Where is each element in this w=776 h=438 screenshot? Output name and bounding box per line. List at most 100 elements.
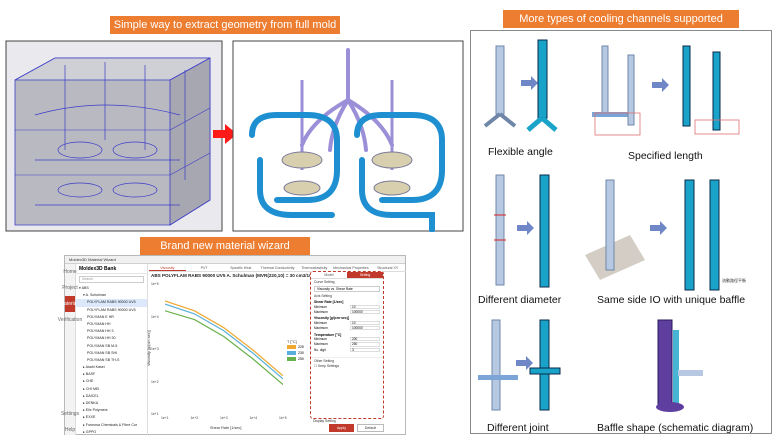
legend-entry: 225 xyxy=(287,344,304,350)
toolbar-verification[interactable]: Verification xyxy=(57,317,83,323)
axis-setting-value-input[interactable]: 100000 xyxy=(350,326,380,331)
cooling-channels-panel xyxy=(470,30,772,434)
axis-group-title: Shear Rate [1/sec] xyxy=(314,300,344,304)
axis-setting-label: Minimum xyxy=(314,320,327,325)
setting-panel: Model Setting Curve Setting Viscosity vs… xyxy=(310,271,384,419)
plot-title: ABS POLYFLAM RABS 90000 UV5 A. Schulman … xyxy=(151,273,322,278)
series-line-225 xyxy=(165,300,283,377)
tree-item[interactable]: POLYFLAM RABS 90000 UV5 xyxy=(76,299,147,307)
axis-setting-value-input[interactable]: 100000 xyxy=(350,309,380,315)
tab-structural-xy[interactable]: Structural XY xyxy=(377,266,399,270)
series-line-250 xyxy=(165,310,283,386)
legend-label: 250 xyxy=(298,357,304,361)
tree-item[interactable]: POLYMAN SB SHI xyxy=(87,350,118,355)
tree-item[interactable]: POLYMAN SB TH-S xyxy=(87,357,120,362)
axis-setting-label: Minimum xyxy=(314,337,327,342)
tree-item[interactable]: ▸ Asahi Kasei xyxy=(83,365,105,370)
y-tick-label: 1e+4 xyxy=(151,314,159,319)
toolbar-help[interactable]: Help xyxy=(64,427,76,433)
axis-setting-label: Minimum xyxy=(314,304,327,309)
axis-setting-row: Minimum 200 xyxy=(311,337,383,342)
axis-setting-label: Maximum xyxy=(314,342,328,347)
x-tick-label: 1e+2 xyxy=(190,416,199,420)
panel-tab-model[interactable]: Model xyxy=(324,273,334,277)
other-setting-label[interactable]: Other Setting xyxy=(311,357,383,363)
extracted-geometry-image xyxy=(232,40,464,232)
tree-item[interactable]: POLYFLAM RABS 90000 UV5 xyxy=(87,307,136,312)
tree-item[interactable]: ▸ Elix Polymers xyxy=(83,408,108,413)
banner-wizard: Brand new material wizard interface xyxy=(140,237,310,270)
axis-setting-row: Minimum 10 xyxy=(311,304,383,310)
tab-thermal-conductivity[interactable]: Thermal Conductivity xyxy=(260,266,295,270)
toolbar-project[interactable]: Project xyxy=(62,285,78,291)
tree-item[interactable]: POLYMAN HH xyxy=(87,321,111,326)
axis-group-title: Temperature [°C] xyxy=(314,332,342,337)
axis-setting-value-input[interactable]: 10 xyxy=(350,304,380,309)
tree-item[interactable]: ▾ A. Schulman xyxy=(83,293,106,298)
toolbar-home[interactable]: Home xyxy=(63,269,77,275)
legend-swatch xyxy=(287,345,296,349)
toolbar-materials[interactable]: Materials xyxy=(60,296,80,312)
tree-item[interactable]: POLYMAN E HR xyxy=(87,314,114,319)
caption-same-side: Same side IO with unique baffle xyxy=(597,294,746,306)
x-tick-label: 1e+1 xyxy=(161,416,169,420)
tab-thermoelasticity[interactable]: Thermoelasticity xyxy=(301,266,328,270)
series-line-230 xyxy=(165,303,283,380)
axis-group-title: Viscosity [g/(cm·sec)] xyxy=(314,316,349,321)
tree-item[interactable]: ▸ GPPO xyxy=(83,429,97,434)
x-tick-label: 1e+5 xyxy=(279,416,287,420)
tree-item[interactable]: ▸ EXXE xyxy=(83,415,96,420)
tree-item[interactable]: ▸ CHI MEI xyxy=(83,386,100,391)
x-tick-label: 1e+3 xyxy=(220,416,228,420)
material-wizard-window: Moldex3D Material Wizard Home Project Ma… xyxy=(57,255,406,435)
axis-setting-value-input[interactable]: 3 xyxy=(350,347,380,353)
tree-item[interactable]: POLYMAN HH 30 xyxy=(87,336,116,341)
y-tick-label: 1e+3 xyxy=(151,347,159,351)
tab-pvt[interactable]: PVT xyxy=(200,266,208,270)
tree-item[interactable]: ▾ ABS xyxy=(79,286,89,290)
y-tick-label: 1e+2 xyxy=(151,379,159,384)
y-tick-label: 1e+1 xyxy=(151,412,159,416)
legend-label: 225 xyxy=(298,345,304,349)
curve-select[interactable]: Viscosity vs. Shear Rate xyxy=(314,286,380,292)
tab-specific-heat[interactable]: Specific Heat xyxy=(230,266,252,270)
keep-settings-checkbox[interactable]: ☐ Keep Settings xyxy=(314,364,340,369)
tree-item[interactable]: ▸ DENKA xyxy=(83,401,99,405)
axis-setting-value-input[interactable]: 10 xyxy=(350,320,380,325)
legend-swatch xyxy=(287,351,296,355)
x-tick-label: 1e+4 xyxy=(249,416,258,420)
tree-item[interactable]: ▸ BASF xyxy=(83,372,96,377)
axis-setting-label: Axis Setting xyxy=(314,294,332,298)
x-axis-label: Shear Rate [1/sec] xyxy=(210,426,242,430)
legend-entry: 250 xyxy=(287,356,304,362)
caption-flexible-angle: Flexible angle xyxy=(488,146,553,158)
tree-item[interactable]: ▸ DAICEL xyxy=(83,393,99,398)
window-title: Moldex3D Material Wizard xyxy=(65,256,405,264)
caption-specified-length: Specified length xyxy=(628,150,703,162)
legend-swatch xyxy=(287,357,296,361)
legend-title: T [°C] xyxy=(287,340,297,344)
default-button[interactable]: Default xyxy=(357,424,384,432)
tree-header: Moldex3D Bank xyxy=(76,264,147,274)
tab-mechanical-properties[interactable]: Mechanical Properties xyxy=(333,266,369,270)
display-setting-label[interactable]: Display Setting xyxy=(313,419,336,423)
panel-tab-setting[interactable]: Setting xyxy=(347,272,383,278)
axis-setting-value-input[interactable]: 200 xyxy=(350,337,380,342)
tree-item[interactable]: ▸ CHE xyxy=(83,379,94,384)
tree-item[interactable]: POLYMAN HH 3 xyxy=(87,329,114,334)
axis-setting-row: Minimum 10 xyxy=(311,320,383,326)
toolbar-settings[interactable]: Settings xyxy=(60,411,80,417)
search-input[interactable]: Search xyxy=(79,276,144,283)
tree-item[interactable]: POLYMAN SB M-5 xyxy=(87,343,118,348)
axis-setting-value-input[interactable]: 250 xyxy=(350,342,380,347)
tree-item[interactable]: ▸ Formosa Chemicals & Fibre Cor xyxy=(83,422,138,427)
axis-setting-row: Maximum 250 xyxy=(311,342,383,347)
tab-viscosity[interactable]: Viscosity xyxy=(149,264,186,271)
y-tick-label: 1e+5 xyxy=(151,282,159,286)
caption-different-joint: Different joint xyxy=(487,422,549,434)
caption-different-diameter: Different diameter xyxy=(478,294,562,306)
apply-button[interactable]: Apply xyxy=(329,424,354,432)
